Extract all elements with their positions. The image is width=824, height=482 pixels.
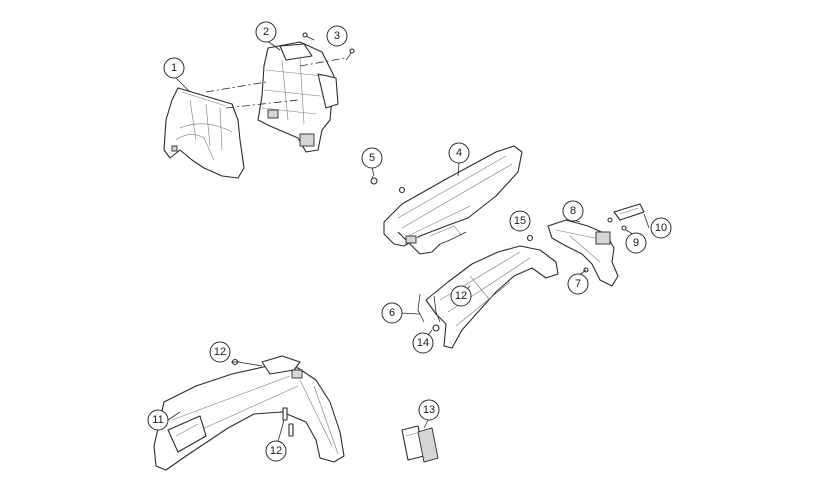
callout-label: 2 — [263, 26, 269, 38]
callout-label: 10 — [655, 222, 667, 234]
pad-set-part — [401, 425, 439, 463]
callout-2: 2 — [255, 21, 277, 43]
callout-label: 5 — [369, 152, 375, 164]
callout-label: 7 — [575, 278, 581, 290]
callout-5: 5 — [361, 147, 383, 169]
assembly-line — [225, 99, 299, 109]
callout-13: 13 — [418, 399, 440, 421]
callout-15: 15 — [509, 210, 531, 232]
callout-12-front-bottom: 12 — [265, 440, 287, 462]
callout-12-front-top: 12 — [209, 341, 231, 363]
callout-label: 3 — [334, 30, 340, 42]
callout-12-rear: 12 — [450, 285, 472, 307]
screw-part — [231, 358, 294, 437]
screw-part — [302, 32, 355, 61]
callout-8: 8 — [562, 200, 584, 222]
callout-3: 3 — [326, 25, 348, 47]
callout-7: 7 — [567, 273, 589, 295]
callout-label: 13 — [423, 404, 435, 416]
callout-10: 10 — [650, 217, 672, 239]
callout-label: 4 — [456, 147, 462, 159]
assembly-line — [205, 81, 267, 93]
callout-label: 12 — [270, 445, 282, 457]
headlight-mask-part — [163, 87, 245, 179]
callout-label: 1 — [171, 62, 177, 74]
callout-11: 11 — [147, 409, 169, 431]
callout-label: 9 — [633, 237, 639, 249]
callout-label: 11 — [152, 414, 163, 426]
callout-4: 4 — [448, 142, 470, 164]
callout-label: 8 — [570, 205, 576, 217]
rear-fender-part — [417, 222, 559, 349]
front-fender-part — [153, 355, 345, 471]
callout-14: 14 — [412, 332, 434, 354]
callout-label: 12 — [455, 290, 467, 302]
assembly-line — [299, 57, 346, 67]
reflector-part — [607, 203, 645, 231]
headlight-unit-part — [257, 41, 339, 153]
callout-label: 12 — [214, 346, 226, 358]
callout-9: 9 — [625, 232, 647, 254]
callout-1: 1 — [163, 57, 185, 79]
callout-label: 14 — [417, 337, 429, 349]
license-plate-holder-part — [547, 219, 619, 287]
callout-6: 6 — [381, 302, 403, 324]
callout-label: 6 — [389, 307, 395, 319]
callout-label: 15 — [514, 215, 526, 227]
rear-cover-part — [370, 145, 523, 255]
